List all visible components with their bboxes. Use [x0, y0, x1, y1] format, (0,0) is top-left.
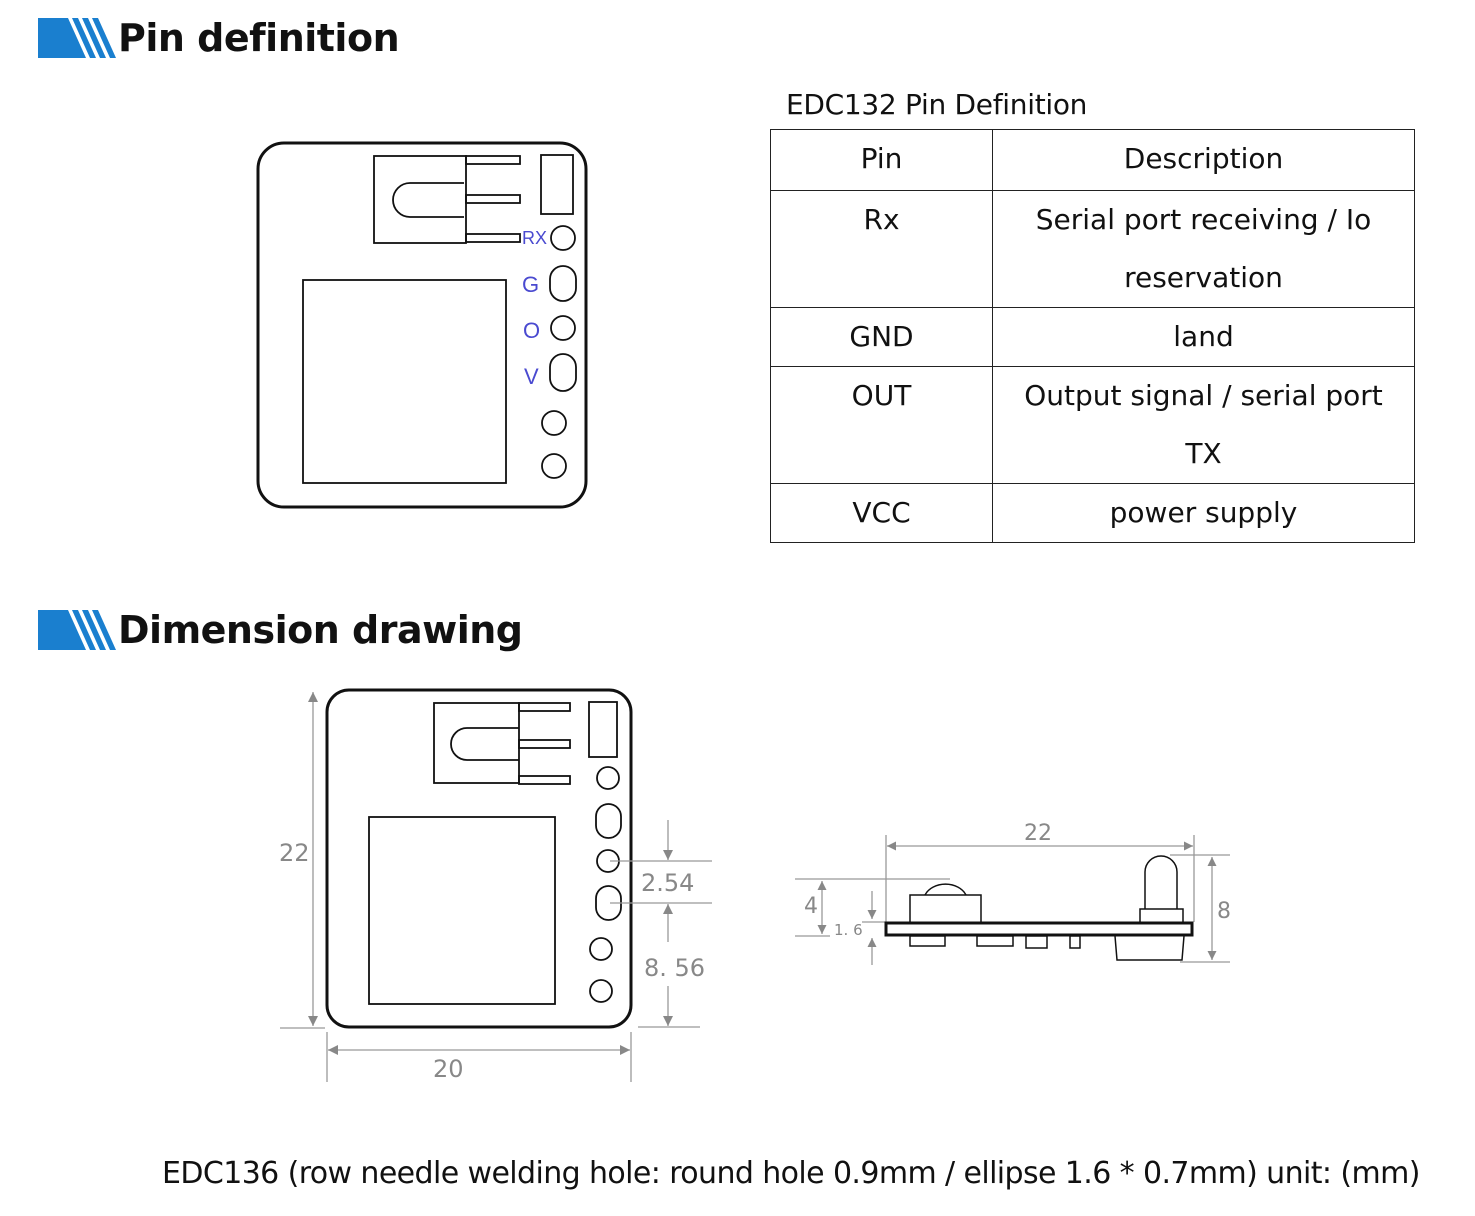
section-heading-dimension-drawing: Dimension drawing [38, 608, 523, 652]
pin-hole-rx [550, 225, 576, 251]
side-dimension-lines [795, 835, 1230, 965]
pin-hole-out [550, 315, 576, 341]
dimension-width-label: 20 [433, 1055, 464, 1083]
section-title: Dimension drawing [118, 608, 523, 652]
description-line: Serial port receiving / Io [1035, 203, 1372, 236]
pin-label-o: O [523, 318, 540, 343]
description-line: reservation [1124, 261, 1283, 294]
small-component [588, 701, 618, 758]
pin-holes [541, 225, 577, 479]
description-line: power supply [1109, 496, 1298, 529]
pin-cell: Rx [770, 190, 993, 308]
description-cell: land [992, 307, 1415, 367]
pin-hole-nc1 [541, 410, 567, 436]
footnote: EDC136 (row needle welding hole: round h… [162, 1156, 1420, 1191]
dimension-height-label: 22 [279, 839, 310, 867]
pin-label-rx: RX [522, 228, 547, 248]
table-caption: EDC132 Pin Definition [786, 88, 1088, 121]
pin-cell: VCC [770, 483, 993, 543]
pin-holes [589, 766, 622, 1003]
ir-led-component [433, 702, 571, 785]
description-line: Output signal / serial port [1024, 379, 1383, 412]
pin-label-g: G [522, 272, 539, 297]
pin-hole-gnd [549, 265, 577, 302]
sensor-pad [302, 279, 507, 484]
pcb-board [884, 921, 1194, 937]
module-outline [325, 688, 633, 1029]
column-header-description: Description [992, 129, 1415, 191]
description-line: TX [1185, 437, 1222, 470]
module-outline [256, 141, 588, 509]
table-row: Rx Serial port receiving / Io reservation [770, 190, 1415, 308]
table-row: VCC power supply [770, 483, 1415, 543]
dimension-pin-pitch-label: 2.54 [641, 869, 694, 897]
small-component [540, 154, 574, 215]
pin-diagram: RX G O V [256, 141, 588, 509]
pin-hole-nc2 [541, 453, 567, 479]
description-cell: Serial port receiving / Io reservation [992, 190, 1415, 308]
component-height-label: 4 [804, 894, 818, 919]
dimension-pin-offset-label: 8. 56 [644, 954, 705, 982]
brand-stripes-icon [38, 18, 116, 58]
dimension-lines [280, 692, 712, 1082]
ir-led-component [373, 155, 521, 244]
side-length-label: 22 [1024, 821, 1052, 846]
board-thickness-label: 1. 6 [834, 921, 863, 939]
section-heading-pin-definition: Pin definition [38, 16, 400, 60]
pin-cell: OUT [770, 366, 993, 484]
side-height-label: 8 [1217, 899, 1231, 924]
column-header-pin: Pin [770, 129, 993, 191]
side-view-components [909, 855, 1185, 961]
table-row: GND land [770, 307, 1415, 367]
pin-hole-vcc [549, 353, 577, 392]
description-line: land [1173, 320, 1234, 353]
table-header-row: Pin Description [770, 129, 1415, 191]
pin-label-v: V [524, 364, 539, 389]
pin-cell: GND [770, 307, 993, 367]
brand-stripes-icon [38, 610, 116, 650]
section-title: Pin definition [118, 16, 400, 60]
sensor-pad [368, 816, 556, 1005]
top-view-dimension-drawing: 22 20 2.54 8. 56 [279, 688, 712, 1083]
description-cell: power supply [992, 483, 1415, 543]
side-view-dimension-drawing: 22 8 4 1. 6 [795, 821, 1231, 965]
